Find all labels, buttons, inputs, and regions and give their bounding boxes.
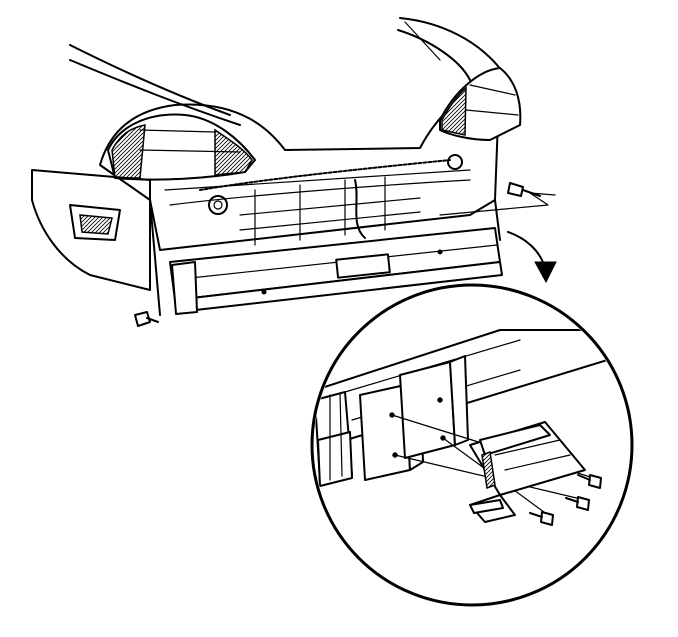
detail-energy-absorber-bracket — [469, 421, 586, 523]
trunk-lid — [69, 17, 506, 126]
wiring-harness — [199, 159, 451, 246]
detail-callout-arrow — [507, 231, 557, 284]
detail-bolts — [529, 474, 602, 526]
left-tail-lamp — [107, 113, 256, 181]
right-tail-lamp — [439, 67, 522, 141]
bolt-lower-left — [134, 311, 159, 327]
bumper-reinforcement-bar — [169, 227, 503, 315]
left-fascia-end — [31, 169, 151, 291]
bolt-right — [439, 182, 556, 216]
detail-bracket-pair — [359, 355, 469, 481]
detail-contents — [314, 329, 630, 526]
